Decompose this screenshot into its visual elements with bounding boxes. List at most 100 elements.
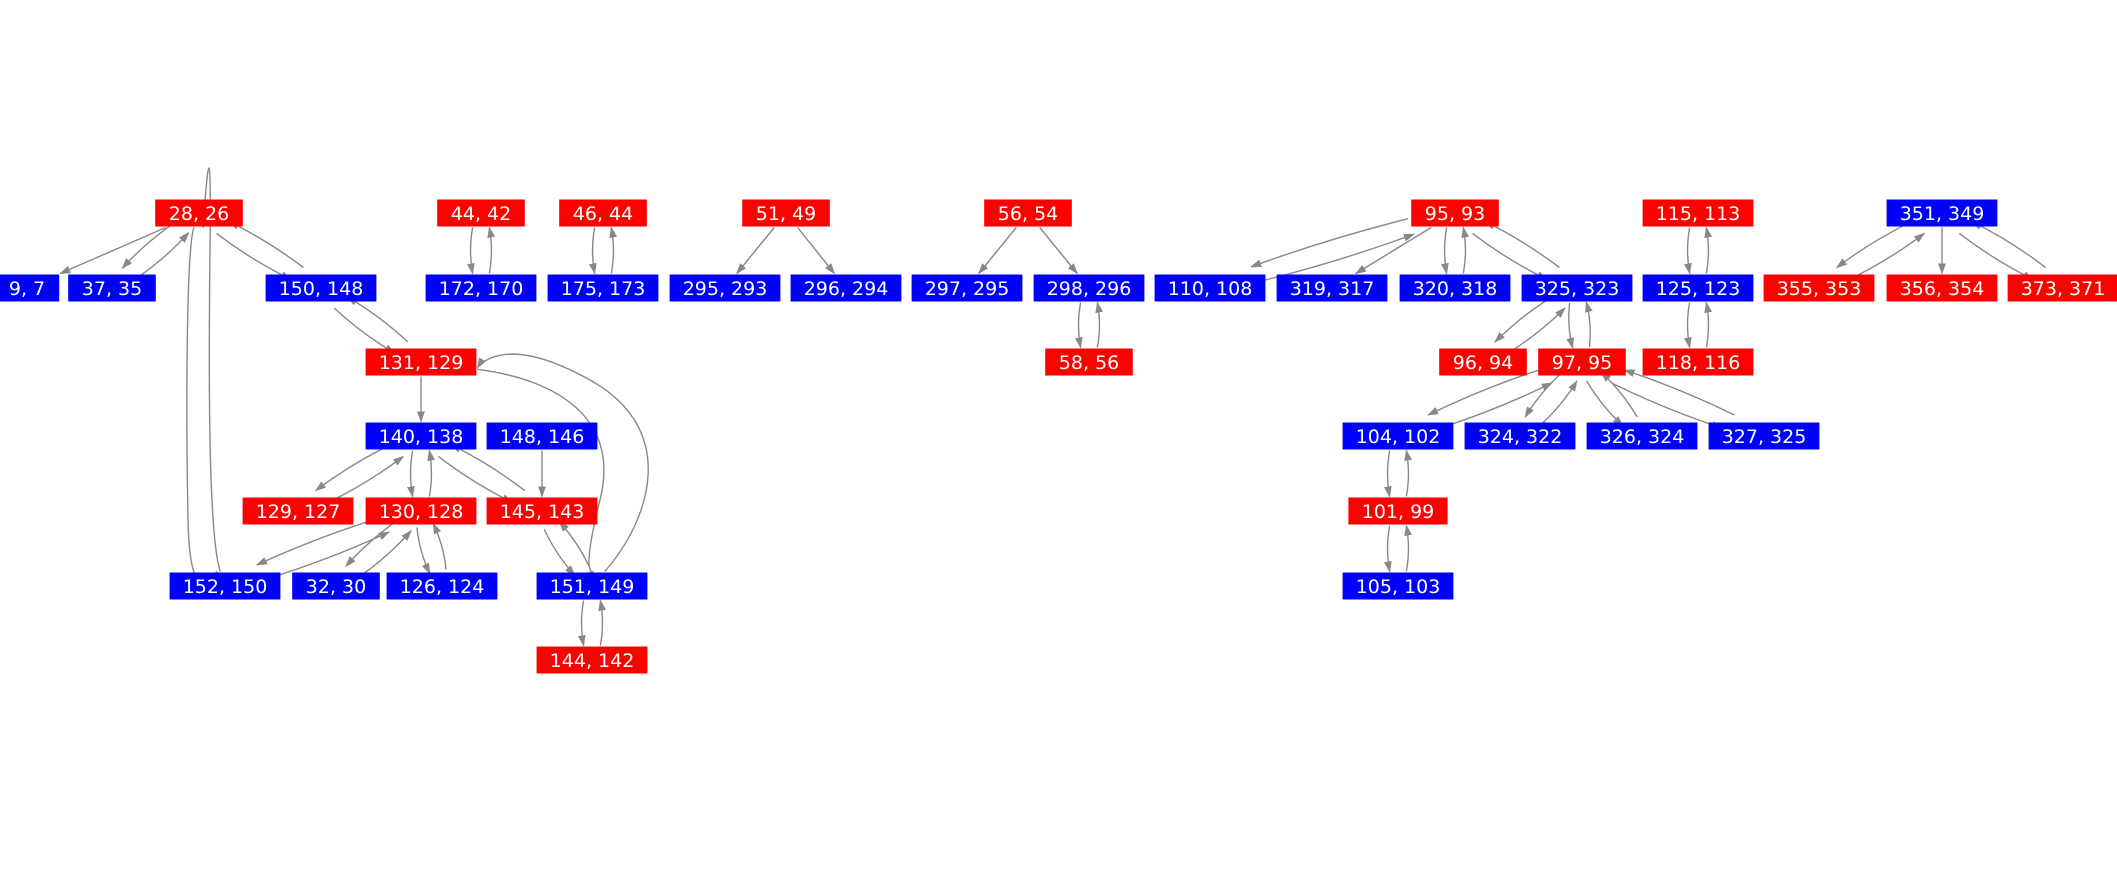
node-label: 326, 324 <box>1600 426 1685 448</box>
node-box <box>365 497 477 525</box>
node-label: 325, 323 <box>1535 278 1620 300</box>
graph-edge <box>1264 233 1415 281</box>
graph-node: 110, 108 <box>1154 274 1266 302</box>
graph-node: 319, 317 <box>1276 274 1388 302</box>
graph-edge <box>1074 302 1083 349</box>
graph-node: 144, 142 <box>536 646 648 674</box>
graph-edge <box>1970 220 2047 269</box>
graph-edge <box>1095 301 1104 348</box>
node-box <box>486 497 598 525</box>
node-box <box>437 199 525 227</box>
graph-edge <box>1958 232 2035 281</box>
node-box <box>1276 274 1388 302</box>
node-box <box>1886 199 1998 227</box>
node-label: 320, 318 <box>1413 278 1498 300</box>
graph-edge <box>358 529 412 578</box>
node-box <box>1538 348 1626 376</box>
edge-layer <box>59 167 2047 647</box>
node-label: 140, 138 <box>379 426 464 448</box>
graph-edge <box>609 226 618 274</box>
node-label: 37, 35 <box>82 278 142 300</box>
node-label: 145, 143 <box>500 501 585 523</box>
graph-edge <box>432 522 447 570</box>
graph-edge <box>1524 371 1564 418</box>
graph-edge <box>333 307 396 354</box>
graph-node: 373, 371 <box>2007 274 2117 302</box>
node-label: 95, 93 <box>1425 203 1485 225</box>
node-box <box>486 422 598 450</box>
graph-node: 295, 293 <box>669 274 781 302</box>
graph-edge <box>1427 369 1540 416</box>
graph-edge <box>1404 524 1413 572</box>
graph-node: 97, 95 <box>1538 348 1626 376</box>
graph-node: 105, 103 <box>1342 572 1454 600</box>
node-box <box>536 646 648 674</box>
node-box <box>911 274 1023 302</box>
node-box <box>0 274 60 302</box>
graph-edge <box>1835 220 1913 269</box>
node-box <box>265 274 377 302</box>
node-box <box>1342 572 1454 600</box>
graph-node: 324, 322 <box>1464 422 1576 450</box>
graph-node: 351, 349 <box>1886 199 1998 227</box>
graph-node: 140, 138 <box>365 422 477 450</box>
graph-edge <box>476 353 649 572</box>
graph-node: 325, 323 <box>1521 274 1633 302</box>
node-label: 115, 113 <box>1656 203 1741 225</box>
node-label: 129, 127 <box>256 501 341 523</box>
graph-node: 96, 94 <box>1439 348 1527 376</box>
node-box <box>1642 199 1754 227</box>
graph-edge <box>577 600 586 647</box>
node-box <box>1342 422 1454 450</box>
node-label: 297, 295 <box>925 278 1010 300</box>
node-box <box>547 274 659 302</box>
node-label: 319, 317 <box>1290 278 1375 300</box>
graph-node: 56, 54 <box>984 199 1072 227</box>
graph-edge <box>1683 227 1692 275</box>
graph-node: 355, 353 <box>1763 274 1875 302</box>
node-label: 96, 94 <box>1453 352 1513 374</box>
graph-edge <box>1484 220 1560 269</box>
graph-edge <box>1383 450 1392 498</box>
graph-edge <box>543 529 576 577</box>
node-label: 131, 129 <box>379 352 464 374</box>
graph-edge <box>1250 218 1409 268</box>
graph-edge <box>1623 369 1735 416</box>
graph-edge <box>1600 371 1638 418</box>
node-box <box>292 572 380 600</box>
graph-edge <box>1461 226 1470 274</box>
graph-node: 28, 26 <box>155 199 243 227</box>
node-box <box>425 274 537 302</box>
node-label: 298, 296 <box>1047 278 1132 300</box>
node-box <box>2007 274 2117 302</box>
graph-edge <box>1039 227 1078 275</box>
graph-node: 148, 146 <box>486 422 598 450</box>
graph-edge <box>1704 226 1713 274</box>
node-label: 172, 170 <box>439 278 524 300</box>
node-label: 32, 30 <box>306 576 366 598</box>
graph-edge <box>59 226 167 275</box>
node-label: 144, 142 <box>550 650 635 672</box>
graph-edge <box>1494 296 1553 343</box>
node-box <box>1154 274 1266 302</box>
node-box <box>536 572 648 600</box>
graph-edge <box>216 232 292 281</box>
node-box <box>1586 422 1698 450</box>
graph-edge <box>1566 302 1574 350</box>
node-box <box>1521 274 1633 302</box>
graph-edge <box>598 599 607 646</box>
graph-node: 298, 296 <box>1033 274 1145 302</box>
node-label: 150, 148 <box>279 278 364 300</box>
graph-node: 37, 35 <box>68 274 156 302</box>
graph-node: 115, 113 <box>1642 199 1754 227</box>
graph-edge <box>1586 380 1624 427</box>
node-box <box>790 274 902 302</box>
node-box <box>1642 348 1754 376</box>
graph-node: 175, 173 <box>547 274 659 302</box>
graph-edge <box>1472 232 1548 281</box>
graph-node: 118, 116 <box>1642 348 1754 376</box>
node-label: 324, 322 <box>1478 426 1563 448</box>
graph-node: 320, 318 <box>1399 274 1511 302</box>
graph-node: 356, 354 <box>1886 274 1998 302</box>
graph-node: 9, 7 <box>0 274 60 302</box>
